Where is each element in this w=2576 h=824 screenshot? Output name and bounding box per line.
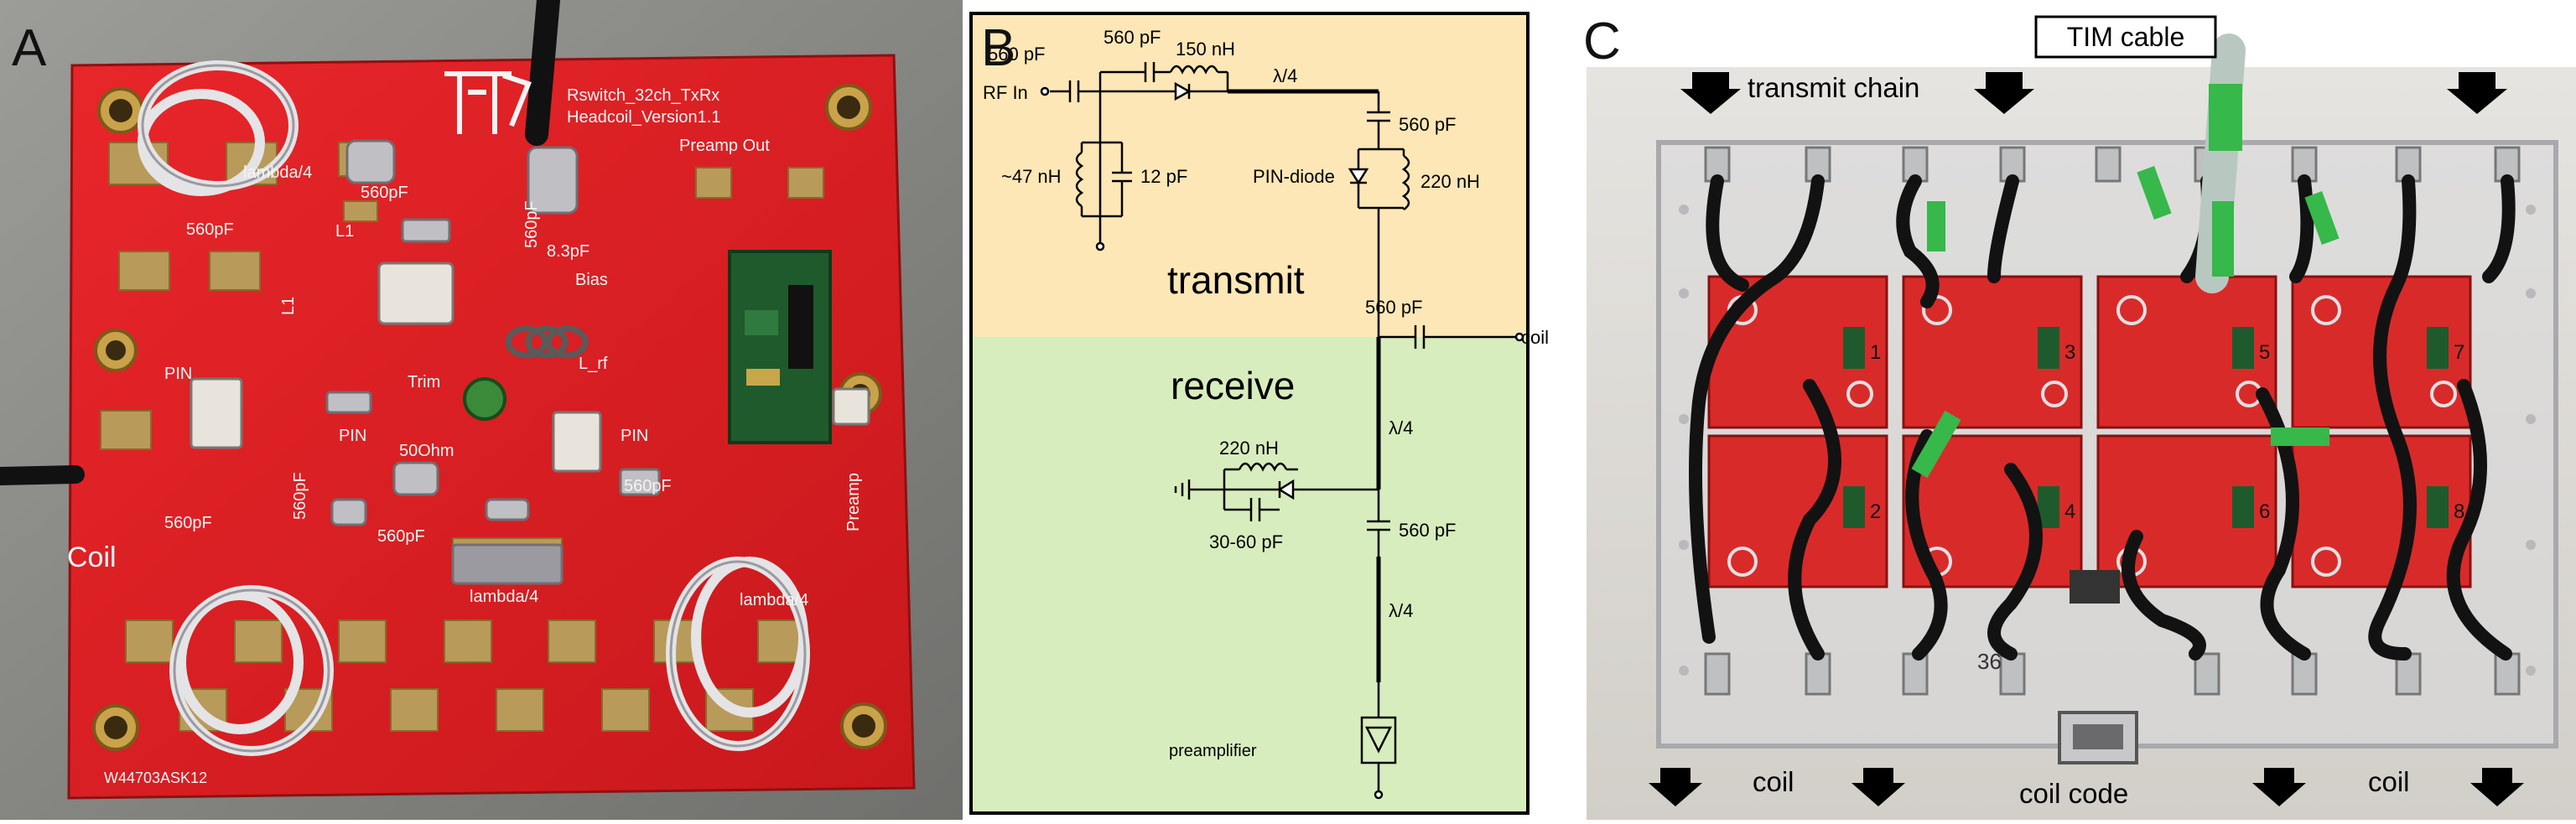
handwriting-36: 36 bbox=[1977, 649, 2002, 674]
board-number-1: 1 bbox=[1870, 341, 1881, 364]
panel-letter-c: C bbox=[1583, 13, 1621, 70]
capacitor-blocks bbox=[190, 262, 870, 473]
label-l220: 220 nH bbox=[1420, 171, 1480, 192]
silk-trim: Trim bbox=[408, 373, 440, 391]
silk-bias: Bias bbox=[575, 271, 608, 289]
label-c560-right: 560 pF bbox=[1399, 114, 1457, 135]
label-l47: ~47 nH bbox=[1001, 166, 1062, 187]
label-pin-diode: PIN-diode bbox=[1253, 166, 1335, 187]
label-l220-rx: 220 nH bbox=[1219, 438, 1279, 459]
silk-lambda-1: lambda/4 bbox=[243, 163, 312, 182]
panel-a: Rswitch_32ch_TxRx Headcoil_Version1.1 Pr… bbox=[0, 0, 963, 820]
silk-c560-2: 560pF bbox=[164, 514, 212, 532]
silk-c560-4: 560pF bbox=[624, 477, 672, 495]
label-l150: 150 nH bbox=[1176, 39, 1235, 60]
label-lambda-bot: λ/4 bbox=[1389, 600, 1413, 621]
label-transmit: transmit bbox=[1167, 258, 1305, 302]
panel-c: 36 1 3 5 7 2 4 6 8 TIM cabl bbox=[1558, 0, 2576, 820]
silk-pin-1: PIN bbox=[164, 365, 192, 383]
box-screws bbox=[1679, 205, 2536, 676]
transmit-arrows bbox=[1680, 72, 2507, 114]
silk-l-rf: L_rf bbox=[579, 355, 608, 373]
board-number-6: 6 bbox=[2259, 500, 2270, 523]
coil-code-label: coil code bbox=[2019, 778, 2128, 809]
coil-label-left: coil bbox=[1753, 766, 1794, 797]
silk-50ohm: 50Ohm bbox=[399, 442, 454, 460]
board-numbers: 1 3 5 7 2 4 6 8 bbox=[1870, 341, 2464, 523]
silk-lambda-2: lambda/4 bbox=[470, 588, 538, 606]
label-c560-top: 560 pF bbox=[988, 44, 1046, 65]
silk-part-number: W44703ASK12 bbox=[104, 770, 207, 786]
schematic-wires bbox=[1040, 62, 1524, 800]
panel-b: 560 pF 560 pF 150 nH λ/4 RF In 560 pF ~4… bbox=[963, 0, 1558, 820]
circuit-schematic: 560 pF 560 pF 150 nH λ/4 RF In 560 pF ~4… bbox=[969, 12, 1549, 815]
silkscreen: Rswitch_32ch_TxRx Headcoil_Version1.1 Pr… bbox=[104, 86, 808, 786]
label-c560-top2: 560 pF bbox=[1104, 27, 1161, 48]
silk-c560-3: 560pF bbox=[377, 527, 425, 546]
board-number-3: 3 bbox=[2064, 341, 2075, 364]
board-number-2: 2 bbox=[1870, 500, 1881, 523]
trim-capacitor bbox=[463, 377, 506, 421]
coax-cables bbox=[1689, 174, 2516, 661]
silk-brand-1: Rswitch_32ch_TxRx bbox=[567, 86, 719, 105]
board-number-4: 4 bbox=[2064, 500, 2075, 523]
label-c560-coil: 560 pF bbox=[1365, 297, 1423, 318]
preamp-module bbox=[728, 250, 832, 444]
silk-c560-1: 560pF bbox=[361, 184, 408, 202]
transmission-lines bbox=[1228, 89, 1381, 682]
logo-mark bbox=[444, 71, 532, 134]
silk-c560-5: 560pF bbox=[522, 200, 541, 248]
silk-pin-2: PIN bbox=[339, 427, 366, 445]
panel-letter-b: B bbox=[981, 19, 1016, 77]
silk-preamp-out: Preamp Out bbox=[679, 137, 770, 155]
label-coil: coil bbox=[1521, 327, 1549, 348]
label-rf-in: RF In bbox=[983, 82, 1028, 103]
tim-cable-label: TIM cable bbox=[2067, 22, 2184, 52]
coil-label-right: coil bbox=[2368, 766, 2410, 797]
label-c12: 12 pF bbox=[1140, 166, 1187, 187]
board-number-7: 7 bbox=[2454, 341, 2464, 364]
transmit-region bbox=[973, 15, 1526, 337]
black-cables bbox=[0, 0, 560, 485]
coil-array-photo: 36 1 3 5 7 2 4 6 8 TIM cabl bbox=[1587, 15, 2576, 820]
pcb-photo: Rswitch_32ch_TxRx Headcoil_Version1.1 Pr… bbox=[0, 0, 963, 820]
label-c560-rx: 560 pF bbox=[1399, 520, 1457, 541]
panel-letter-a: A bbox=[12, 19, 47, 77]
silk-c560-6: 560pF bbox=[291, 472, 309, 520]
silk-pin-3: PIN bbox=[621, 427, 648, 445]
receive-region bbox=[973, 337, 1526, 811]
silk-lambda-3: lambda/4 bbox=[740, 591, 808, 609]
silk-l1-a: L1 bbox=[335, 222, 354, 241]
board-number-8: 8 bbox=[2454, 500, 2464, 523]
coil-arrows bbox=[1649, 768, 2524, 806]
board-number-5: 5 bbox=[2259, 341, 2270, 364]
label-preamplifier: preamplifier bbox=[1169, 742, 1257, 760]
silk-c8-3: 8.3pF bbox=[547, 242, 589, 261]
silk-c560-7: 560pF bbox=[186, 220, 234, 239]
silk-l1-b: L1 bbox=[279, 297, 298, 315]
tim-cable-label-box bbox=[2034, 15, 2217, 59]
silk-coil: Coil bbox=[67, 542, 117, 573]
label-c30-60: 30-60 pF bbox=[1209, 531, 1283, 552]
transmit-chain-label: transmit chain bbox=[1748, 72, 1919, 103]
schematic-labels: 560 pF 560 pF 150 nH λ/4 RF In 560 pF ~4… bbox=[983, 27, 1549, 760]
tim-cable-bundle bbox=[1911, 34, 2340, 604]
label-receive: receive bbox=[1171, 364, 1295, 407]
label-lambda-mid: λ/4 bbox=[1389, 417, 1413, 438]
diodes bbox=[1174, 81, 1369, 500]
coil-code-connector bbox=[2058, 711, 2138, 764]
silk-preamp: Preamp bbox=[844, 473, 863, 531]
silk-brand-2: Headcoil_Version1.1 bbox=[567, 108, 720, 127]
label-lambda-top: λ/4 bbox=[1273, 65, 1297, 86]
air-coil-inductors bbox=[505, 325, 589, 359]
